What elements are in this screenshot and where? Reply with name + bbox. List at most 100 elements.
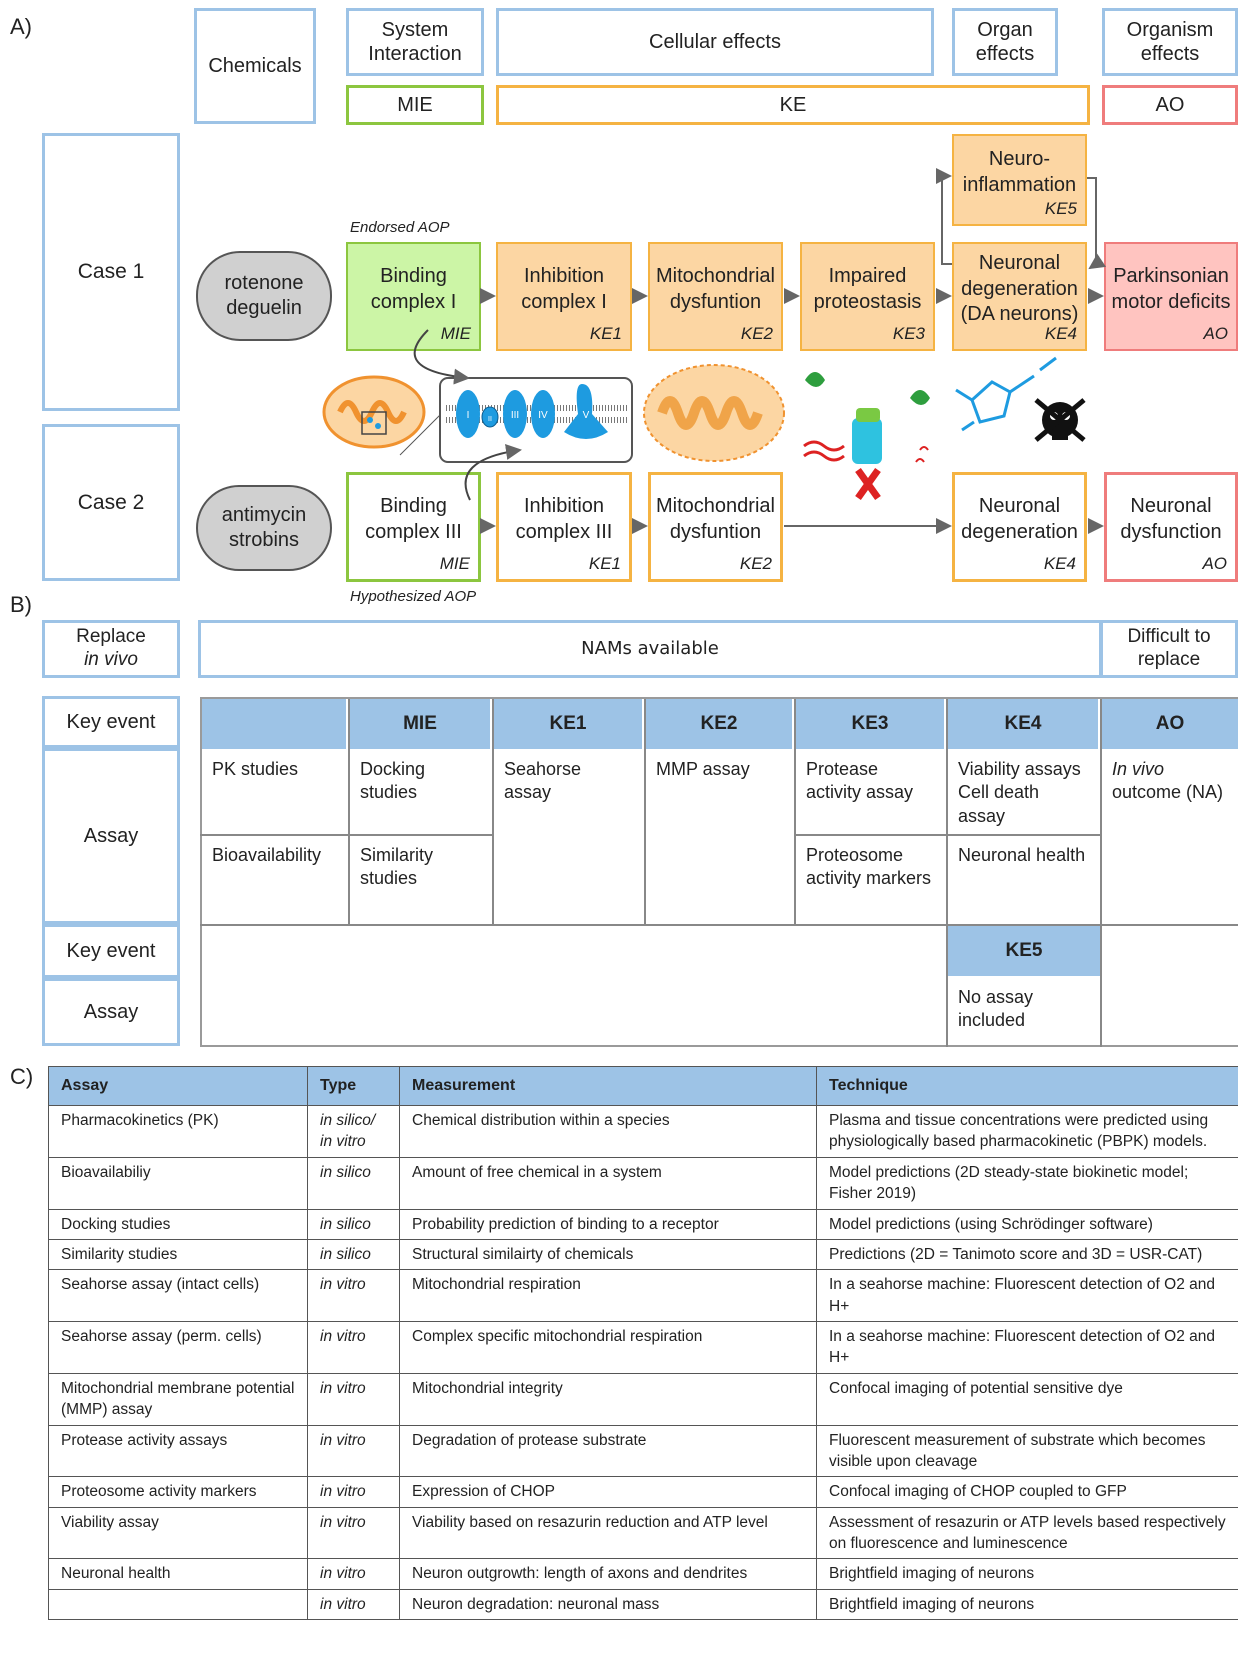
table-cell-technique: Fluorescent measurement of substrate whi… (816, 1424, 1238, 1478)
complex-ii-label: II (488, 416, 492, 423)
node-tag: KE1 (588, 554, 621, 574)
header-chemicals: Chemicals (194, 8, 316, 124)
grid-divider (348, 699, 350, 925)
assay-viability: Viability assays (958, 759, 1081, 779)
column-header-assay: Assay (48, 1066, 308, 1106)
nams-available-box: NAMs available (198, 620, 1102, 678)
pathway-arrows-layer: I II III IV V (322, 168, 1107, 534)
node-text: Neuronal degeneration (961, 495, 1078, 543)
table-row: Mitochondrial membrane potential (MMP) a… (48, 1372, 1238, 1426)
replace-in-vivo-box: Replace in vivo (42, 620, 180, 678)
table-cell-technique: In a seahorse machine: Fluorescent detec… (816, 1269, 1238, 1322)
in-vivo-label: in vivo (84, 649, 138, 670)
case-1-node-ao: Parkinsonian motor deficits AO (1104, 242, 1238, 351)
electron-transport-chain-inset (439, 377, 633, 463)
hypothesized-aop-label: Hypothesized AOP (350, 588, 477, 605)
node-tag: KE2 (740, 324, 773, 344)
column-header-type: Type (307, 1066, 400, 1106)
header-system-interaction: System Interaction (346, 8, 484, 76)
outcome-text: outcome (NA) (1112, 782, 1224, 803)
node-text: Mitochondrial dysfuntion (656, 495, 775, 543)
node-tag: KE4 (1044, 324, 1077, 344)
table-cell-type: in silico (307, 1208, 400, 1240)
case-1-label: Case 1 (42, 133, 180, 411)
grid-header-empty (202, 699, 348, 749)
case-2-node-ao: Neuronal dysfunction AO (1104, 472, 1238, 582)
table-cell-type: in silico (307, 1238, 400, 1271)
node-tag: KE1 (589, 324, 622, 344)
grid-header-ke3: KE3 (796, 699, 946, 749)
replace-label: Replace (76, 626, 146, 648)
table-cell-measurement: Expression of CHOP (399, 1476, 817, 1508)
case-1-chemicals: rotenone deguelin (196, 251, 332, 341)
key-event-label-1: Key event (42, 696, 180, 748)
arrow-mie2-complex-iii (464, 444, 522, 501)
panel-c-label: C) (10, 1064, 34, 1089)
table-cell-type: in vitro (307, 1476, 400, 1508)
category-mie: MIE (346, 85, 484, 125)
assay-seahorse: Seahorse assay (504, 759, 582, 803)
node-tag: MIE (439, 554, 470, 574)
assay-docking: Docking studies (360, 759, 426, 803)
grid-divider (794, 699, 796, 925)
panel-a-label: A) (10, 14, 32, 39)
grid-divider (794, 834, 946, 836)
complex-iv-label: IV (538, 410, 548, 421)
case-2-node-ke4: Neuronal degeneration KE4 (952, 472, 1087, 582)
table-cell-type: in silico/ in vitro (307, 1105, 400, 1158)
table-cell-technique: Confocal imaging of CHOP coupled to GFP (816, 1476, 1238, 1508)
table-cell-measurement: Structural similairty of chemicals (399, 1238, 817, 1271)
grid-header-ke2: KE2 (646, 699, 794, 749)
node-text: Mitochondrial dysfuntion (656, 264, 775, 313)
grid-header-mie: MIE (350, 699, 492, 749)
table-cell-type: in vitro (307, 1506, 400, 1560)
grid-header-ke5: KE5 (948, 926, 1100, 976)
assay-pk-studies: PK studies (212, 759, 299, 779)
table-cell-technique: Plasma and tissue concentrations were pr… (816, 1105, 1238, 1158)
node-text: Neuronal dysfunction (1120, 495, 1222, 543)
assay-proteosome: Proteosome activity markers (806, 845, 932, 889)
assay-table-body: Pharmacokinetics (PK)in silico/ in vitro… (48, 1105, 1238, 1621)
table-cell-measurement: Degradation of protease substrate (399, 1424, 817, 1478)
assay-details-table: Assay Type Measurement Technique Pharmac… (48, 1066, 1238, 1621)
key-event-label-2: Key event (42, 924, 180, 978)
table-cell-technique: Brightfield imaging of neurons (816, 1558, 1238, 1590)
table-cell-assay: Mitochondrial membrane potential (MMP) a… (48, 1372, 308, 1426)
table-cell-measurement: Neuron outgrowth: length of axons and de… (399, 1558, 817, 1590)
table-cell-measurement: Amount of free chemical in a system (399, 1156, 817, 1210)
complex-v-label: V (583, 410, 590, 421)
no-assay-included: No assay included (958, 987, 1034, 1031)
arrow-mie1-complex-i (413, 329, 470, 385)
node-tag: KE3 (892, 324, 925, 344)
table-cell-type: in vitro (307, 1424, 400, 1478)
node-text: Inhibition complex I (521, 264, 607, 313)
table-cell-measurement: Neuron degradation: neuronal mass (399, 1588, 817, 1621)
panel-b-label: B) (10, 592, 32, 617)
case-1-node-ke1: Inhibition complex I KE1 (496, 242, 632, 351)
node-text: Binding complex III (365, 495, 462, 543)
assay-grid (200, 697, 1238, 1047)
arrow-ke5-ke4 (1087, 177, 1107, 270)
node-text: Inhibition complex III (515, 495, 613, 543)
case-1-node-ke4: Neuronal degeneration (DA neurons) KE4 (952, 242, 1087, 351)
case-2-label: Case 2 (42, 424, 180, 581)
node-text: Neuro-inflammation (962, 148, 1077, 196)
node-text: Parkinsonian motor deficits (1111, 264, 1231, 313)
table-cell-assay: Bioavailabiliy (48, 1156, 308, 1210)
table-cell-assay (48, 1589, 308, 1621)
grid-header-ke1: KE1 (494, 699, 644, 749)
case-2-node-ke2: Mitochondrial dysfuntion KE2 (648, 472, 783, 582)
table-cell-technique: Brightfield imaging of neurons (816, 1588, 1238, 1621)
case-2-node-ke1: Inhibition complex III KE1 (496, 472, 632, 582)
assay-viability-cell-death: Viability assays Cell death assay (948, 752, 1100, 834)
header-cellular-effects: Cellular effects (496, 8, 934, 76)
assay-similarity: Similarity studies (360, 845, 434, 889)
grid-divider (492, 699, 494, 925)
node-tag: KE2 (739, 554, 772, 574)
node-text: Impaired proteostasis (813, 264, 922, 313)
